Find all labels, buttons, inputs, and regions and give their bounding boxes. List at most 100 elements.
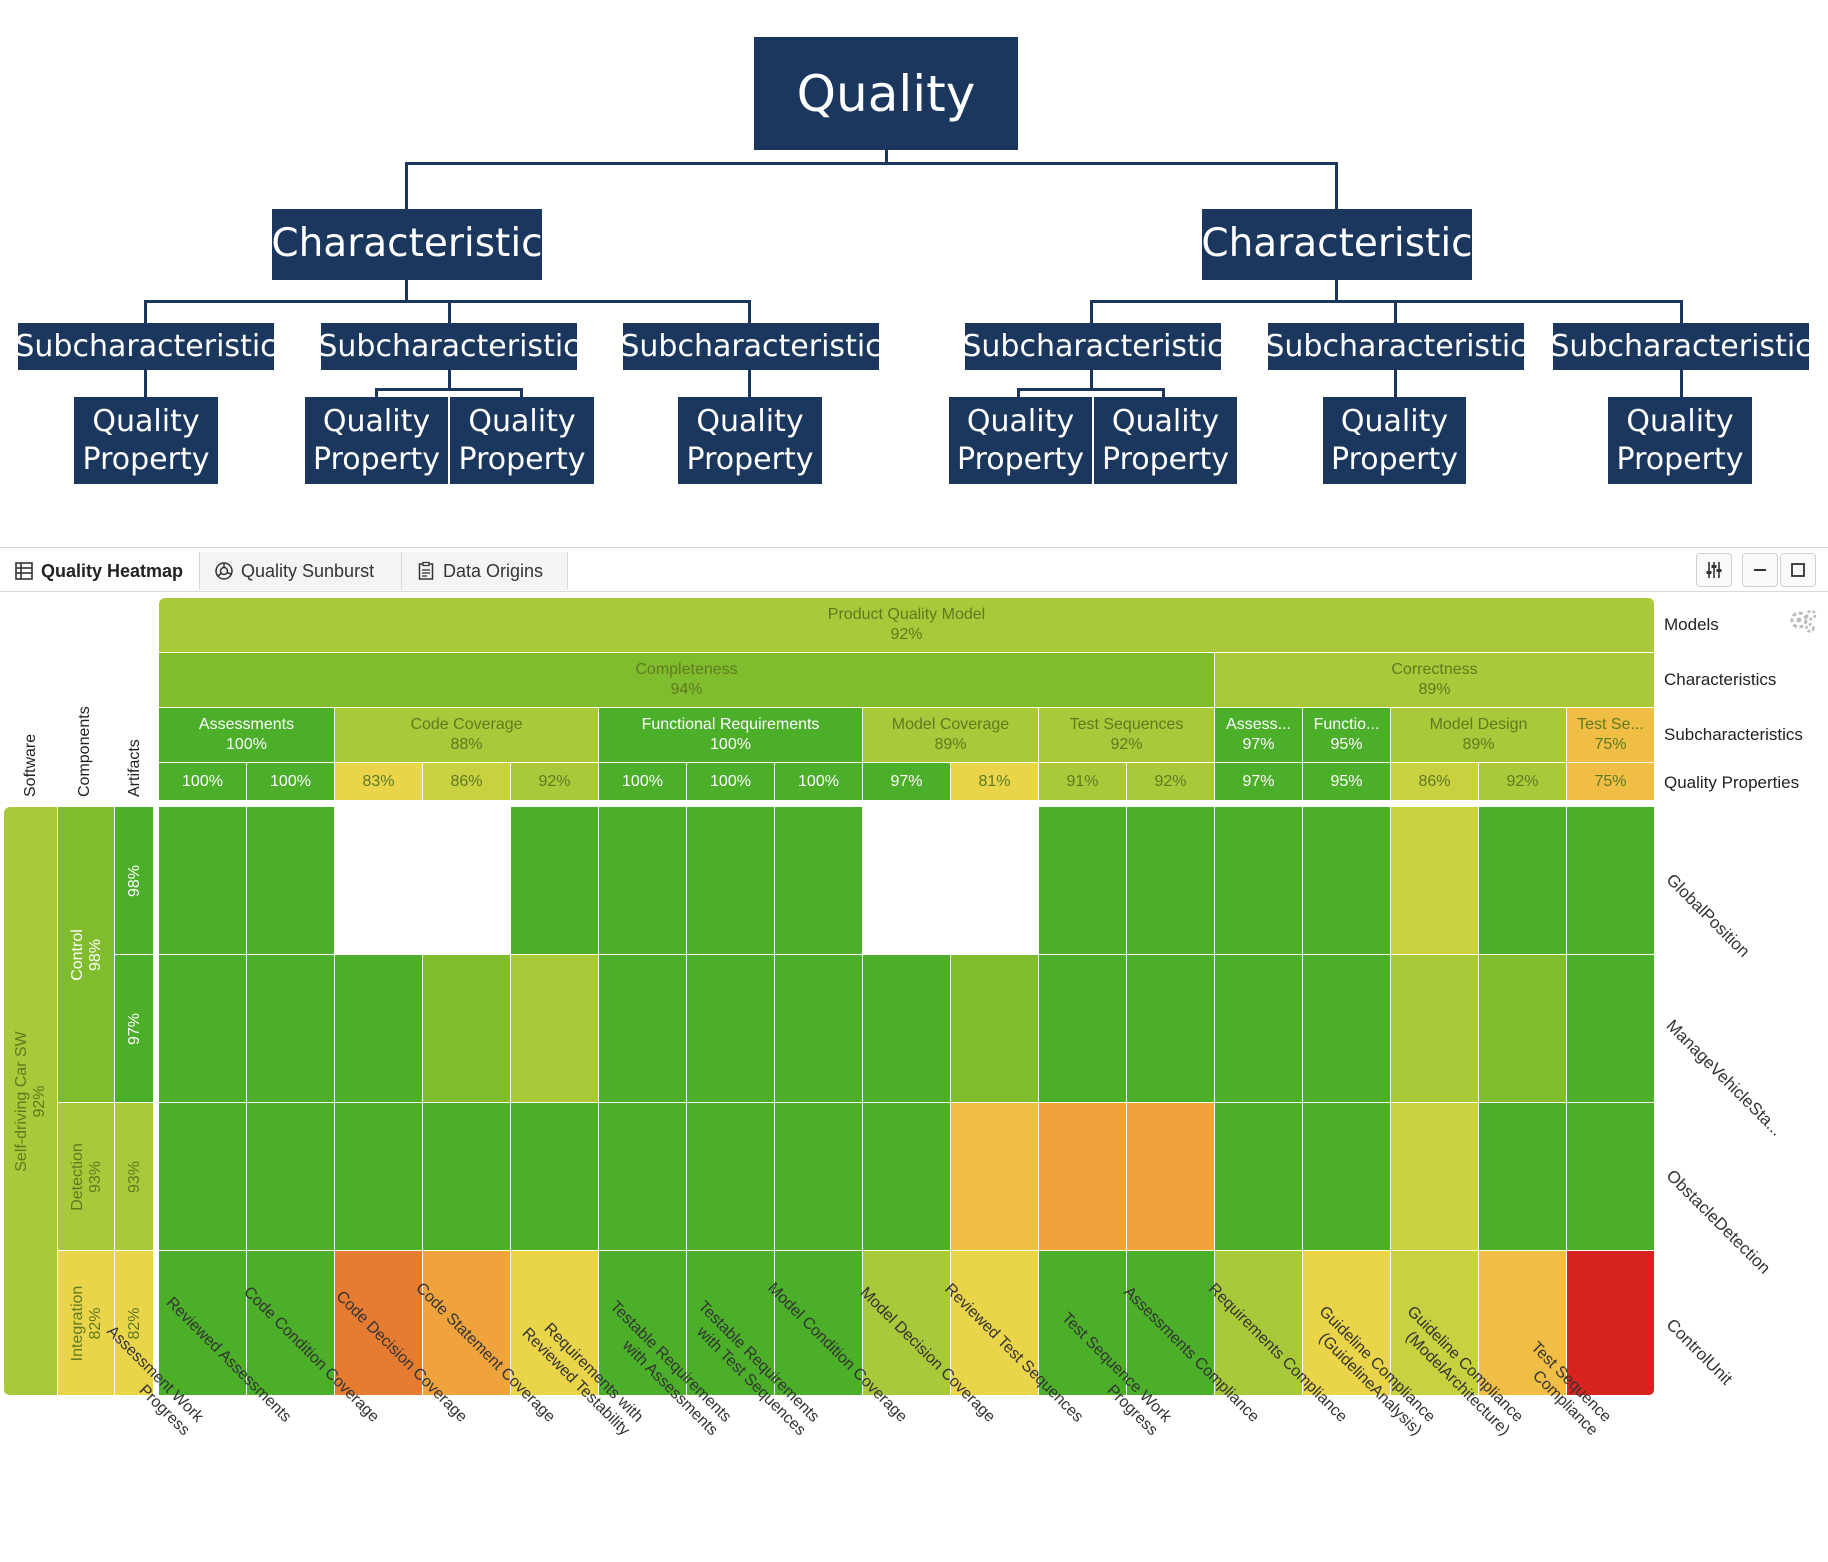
- quality-property-cell[interactable]: 92%: [1127, 763, 1215, 801]
- quality-property-cell[interactable]: 100%: [247, 763, 335, 801]
- heatmap-cell[interactable]: [511, 955, 599, 1103]
- quality-property-cell[interactable]: 92%: [511, 763, 599, 801]
- artifact-name[interactable]: ManageVehicleSta...: [1662, 1016, 1787, 1140]
- heatmap-cell[interactable]: [687, 1251, 775, 1396]
- heatmap-cell[interactable]: [951, 807, 1039, 955]
- artifact-cell[interactable]: 82%: [115, 1251, 154, 1396]
- heatmap-cell[interactable]: [1303, 1251, 1391, 1396]
- heatmap-cell[interactable]: [599, 1103, 687, 1251]
- heatmap-cell[interactable]: [1567, 807, 1655, 955]
- heatmap-cell[interactable]: [1479, 1251, 1567, 1396]
- heatmap-cell[interactable]: [687, 807, 775, 955]
- subcharacteristic-cell[interactable]: Test Se...75%: [1567, 708, 1655, 763]
- heatmap-cell[interactable]: [423, 1251, 511, 1396]
- quality-property-cell[interactable]: 100%: [687, 763, 775, 801]
- artifact-name[interactable]: ControlUnit: [1662, 1315, 1737, 1389]
- heatmap-cell[interactable]: [159, 955, 247, 1103]
- heatmap-cell[interactable]: [1303, 807, 1391, 955]
- heatmap-cell[interactable]: [1039, 955, 1127, 1103]
- heatmap-cell[interactable]: [1039, 1251, 1127, 1396]
- quality-property-cell[interactable]: 81%: [951, 763, 1039, 801]
- heatmap-cell[interactable]: [335, 1103, 423, 1251]
- heatmap-cell[interactable]: [511, 1251, 599, 1396]
- artifact-name[interactable]: ObstacleDetection: [1662, 1166, 1775, 1278]
- heatmap-cell[interactable]: [1567, 1251, 1655, 1396]
- heatmap-cell[interactable]: [247, 1251, 335, 1396]
- heatmap-cell[interactable]: [1391, 807, 1479, 955]
- quality-property-cell[interactable]: 83%: [335, 763, 423, 801]
- heatmap-cell[interactable]: [863, 1251, 951, 1396]
- heatmap-cell[interactable]: [423, 1103, 511, 1251]
- heatmap-cell[interactable]: [335, 955, 423, 1103]
- heatmap-cell[interactable]: [247, 807, 335, 955]
- maximize-button[interactable]: [1780, 553, 1816, 587]
- heatmap-cell[interactable]: [1479, 1103, 1567, 1251]
- artifact-cell[interactable]: 98%: [115, 807, 154, 955]
- quality-property-cell[interactable]: 86%: [423, 763, 511, 801]
- heatmap-cell[interactable]: [335, 807, 423, 955]
- heatmap-cell[interactable]: [1479, 955, 1567, 1103]
- heatmap-cell[interactable]: [687, 1103, 775, 1251]
- heatmap-cell[interactable]: [775, 807, 863, 955]
- heatmap-cell[interactable]: [599, 807, 687, 955]
- heatmap-cell[interactable]: [1215, 1103, 1303, 1251]
- heatmap-cell[interactable]: [863, 1103, 951, 1251]
- subcharacteristic-cell[interactable]: Assess...97%: [1215, 708, 1303, 763]
- heatmap-cell[interactable]: [775, 1251, 863, 1396]
- heatmap-cell[interactable]: [1127, 955, 1215, 1103]
- quality-property-cell[interactable]: 100%: [599, 763, 687, 801]
- heatmap-cell[interactable]: [159, 1103, 247, 1251]
- heatmap-cell[interactable]: [1303, 955, 1391, 1103]
- quality-property-cell[interactable]: 75%: [1567, 763, 1655, 801]
- heatmap-cell[interactable]: [1215, 1251, 1303, 1396]
- heatmap-cell[interactable]: [1391, 955, 1479, 1103]
- heatmap-cell[interactable]: [1391, 1103, 1479, 1251]
- quality-property-cell[interactable]: 100%: [775, 763, 863, 801]
- heatmap-cell[interactable]: [775, 1103, 863, 1251]
- heatmap-cell[interactable]: [159, 807, 247, 955]
- heatmap-cell[interactable]: [951, 955, 1039, 1103]
- heatmap-cell[interactable]: [599, 955, 687, 1103]
- subcharacteristic-cell[interactable]: Functio...95%: [1303, 708, 1391, 763]
- heatmap-cell[interactable]: [951, 1103, 1039, 1251]
- heatmap-cell[interactable]: [1215, 807, 1303, 955]
- heatmap-cell[interactable]: [1039, 1103, 1127, 1251]
- heatmap-cell[interactable]: [1127, 807, 1215, 955]
- artifact-name[interactable]: GlobalPosition: [1662, 870, 1754, 961]
- heatmap-cell[interactable]: [863, 955, 951, 1103]
- heatmap-cell[interactable]: [1215, 955, 1303, 1103]
- heatmap-cell[interactable]: [1567, 955, 1655, 1103]
- heatmap-cell[interactable]: [1039, 807, 1127, 955]
- heatmap-cell[interactable]: [1391, 1251, 1479, 1396]
- heatmap-cell[interactable]: [247, 955, 335, 1103]
- settings-button[interactable]: [1696, 553, 1732, 587]
- tab-quality-sunburst[interactable]: Quality Sunburst: [200, 552, 402, 590]
- tab-quality-heatmap[interactable]: Quality Heatmap: [0, 552, 200, 590]
- heatmap-cell[interactable]: [599, 1251, 687, 1396]
- artifact-cell[interactable]: 97%: [115, 955, 154, 1103]
- heatmap-cell[interactable]: [951, 1251, 1039, 1396]
- settings-gear-icon[interactable]: [1785, 603, 1819, 637]
- quality-property-cell[interactable]: 91%: [1039, 763, 1127, 801]
- quality-property-cell[interactable]: 86%: [1391, 763, 1479, 801]
- heatmap-cell[interactable]: [687, 955, 775, 1103]
- heatmap-cell[interactable]: [511, 1103, 599, 1251]
- heatmap-cell[interactable]: [863, 807, 951, 955]
- artifact-cell[interactable]: 93%: [115, 1103, 154, 1251]
- quality-property-cell[interactable]: 97%: [863, 763, 951, 801]
- heatmap-cell[interactable]: [423, 807, 511, 955]
- tab-data-origins[interactable]: Data Origins: [402, 552, 568, 590]
- heatmap-cell[interactable]: [1303, 1103, 1391, 1251]
- heatmap-cell[interactable]: [423, 955, 511, 1103]
